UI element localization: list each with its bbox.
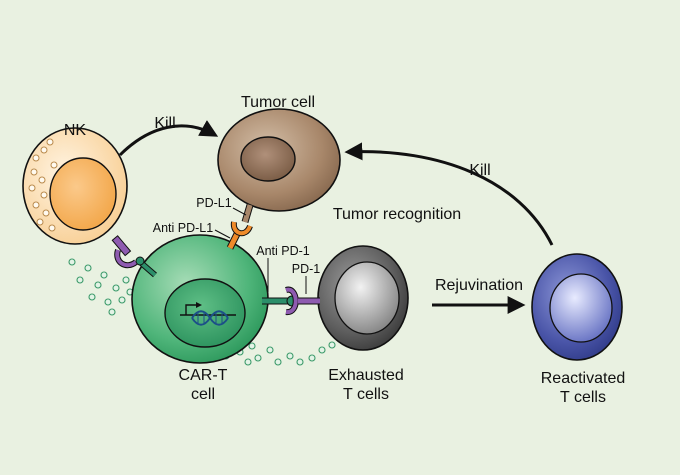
anti-pd-1-label: Anti PD-1	[256, 244, 310, 258]
kill-label-right: Kill	[469, 162, 490, 179]
pd-l1-pointer	[232, 207, 247, 216]
nk-granules	[28, 138, 58, 232]
exhausted-label-line2: T cells	[343, 386, 389, 403]
car-t-receptor	[135, 256, 157, 278]
tumor-cell	[217, 108, 341, 212]
pd-l1-label: PD-L1	[196, 196, 231, 210]
reactivated-t-cell	[531, 253, 623, 361]
exhausted-t-cell	[317, 245, 409, 351]
exhausted-label-line1: Exhausted	[328, 367, 404, 384]
car-t-label-line2: cell	[191, 386, 215, 403]
nk-cell	[22, 127, 128, 245]
anti-pd-l1-label: Anti PD-L1	[153, 221, 213, 235]
dna-icon	[180, 302, 236, 326]
kill-label-left: Kill	[154, 115, 175, 132]
tumor-recognition-label: Tumor recognition	[333, 206, 461, 223]
reactivated-label-line2: T cells	[560, 389, 606, 406]
nk-receptor	[111, 235, 138, 269]
reactivated-kill-arrow	[344, 142, 554, 246]
nk-kill-arrow	[118, 120, 219, 157]
pd-1-label: PD-1	[292, 262, 321, 276]
reactivated-label-line1: Reactivated	[541, 370, 626, 387]
anti-pd-l1-antibody	[226, 221, 253, 250]
pd-l1-ligand	[241, 204, 254, 223]
tumor-cell-label: Tumor cell	[241, 94, 315, 111]
anti-pd-1-antibody	[262, 295, 298, 307]
nk-label: NK	[64, 122, 87, 139]
anti-pd-l1-pointer	[214, 229, 231, 239]
car-t-cell	[131, 234, 269, 364]
car-t-label-line1: CAR-T	[179, 367, 228, 384]
pd-1-receptor	[285, 286, 320, 315]
rejuvination-label: Rejuvination	[435, 277, 523, 294]
